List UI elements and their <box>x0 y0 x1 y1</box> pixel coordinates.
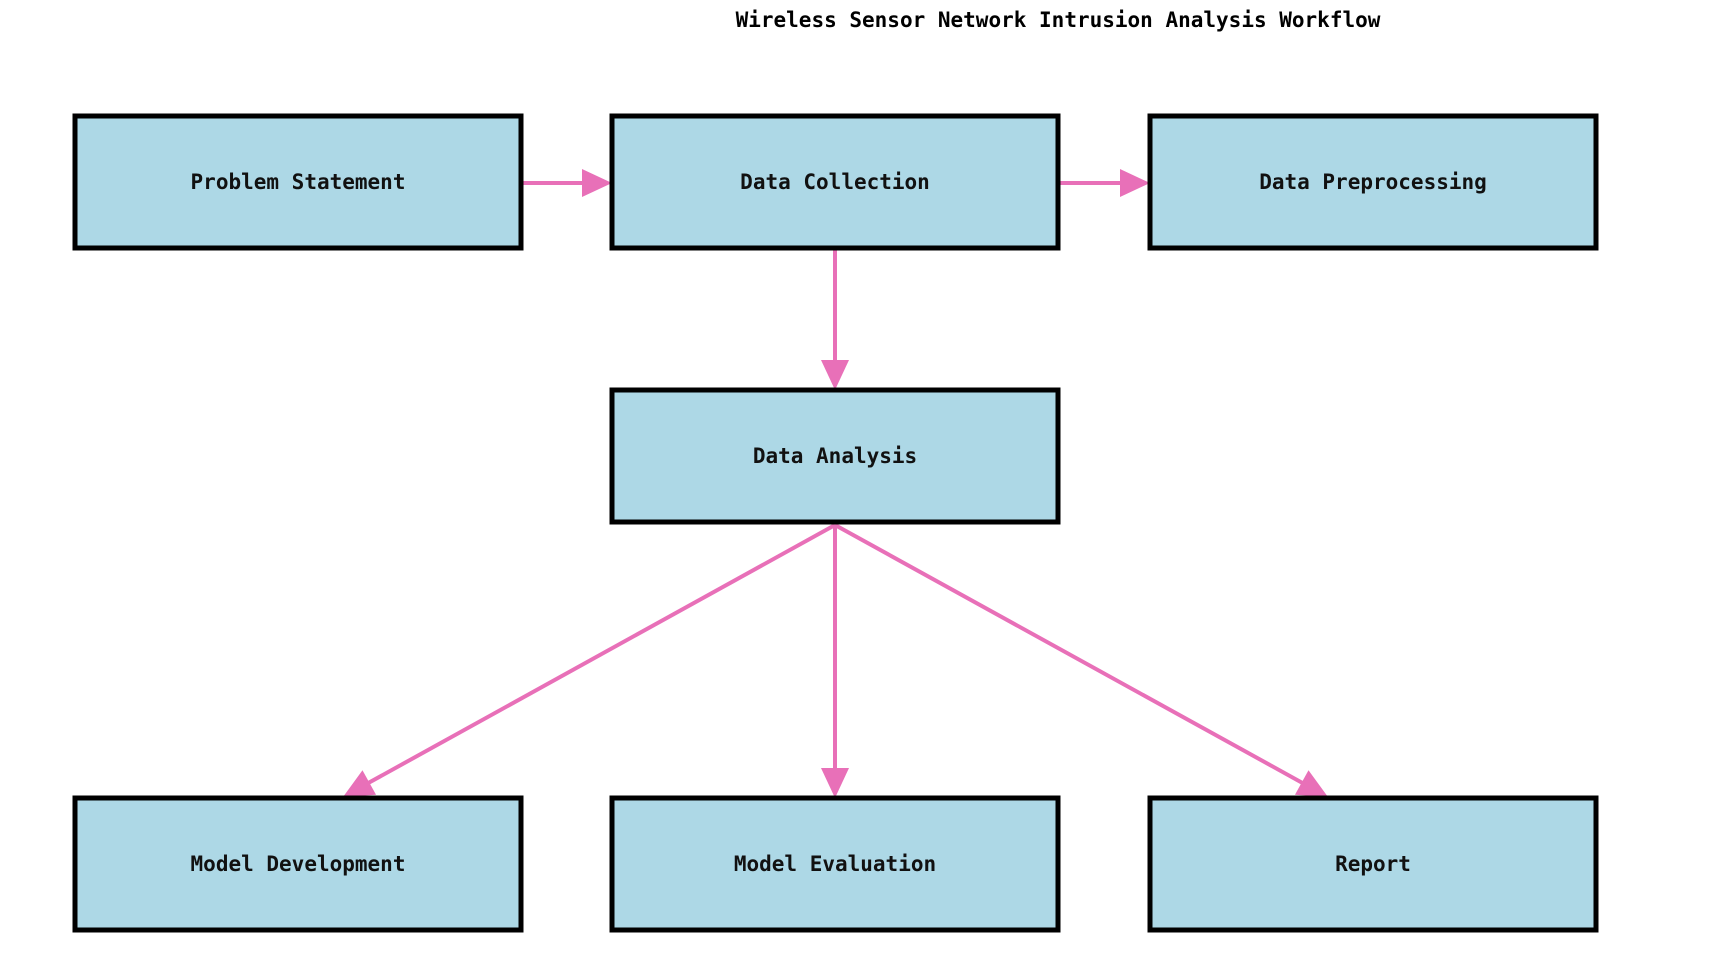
node-box <box>72 113 524 251</box>
node-data-preprocessing: Data Preprocessing <box>1147 113 1599 251</box>
arrowhead <box>1120 169 1150 197</box>
node-label: Data Collection <box>740 170 930 194</box>
node-box <box>609 113 1061 251</box>
node-label: Problem Statement <box>191 170 406 194</box>
arrowhead <box>1294 770 1328 797</box>
edge-data-analysis-to-model-evaluation <box>821 525 849 798</box>
arrowhead <box>821 768 849 798</box>
node-model-evaluation: Model Evaluation <box>609 795 1061 933</box>
node-data-collection: Data Collection <box>609 113 1061 251</box>
edge-data-analysis-to-report <box>834 523 1328 797</box>
node-box <box>1147 113 1599 251</box>
arrowhead <box>343 770 377 797</box>
node-problem-statement: Problem Statement <box>72 113 524 251</box>
node-box <box>1147 795 1599 933</box>
edge-data-collection-to-data-preprocessing <box>1058 169 1150 197</box>
node-box <box>609 795 1061 933</box>
node-report: Report <box>1147 795 1599 933</box>
edge-line <box>834 523 1307 787</box>
node-label: Model Evaluation <box>734 852 936 876</box>
node-data-analysis: Data Analysis <box>609 387 1061 525</box>
edges-layer <box>343 169 1328 798</box>
node-label: Data Analysis <box>753 444 917 468</box>
diagram-title: Wireless Sensor Network Intrusion Analys… <box>736 8 1381 32</box>
node-label: Report <box>1335 852 1411 876</box>
edge-data-collection-to-data-analysis <box>821 250 849 390</box>
node-label: Model Development <box>191 852 406 876</box>
node-model-development: Model Development <box>72 795 524 933</box>
edge-data-analysis-to-model-development <box>343 523 836 797</box>
arrowhead <box>821 360 849 390</box>
nodes-layer: Problem Statement Data Collection Data Pre… <box>72 113 1599 933</box>
node-box <box>72 795 524 933</box>
node-box <box>609 387 1061 525</box>
edge-line <box>364 523 836 787</box>
node-label: Data Preprocessing <box>1259 170 1487 194</box>
arrowhead <box>582 169 612 197</box>
edge-problem-statement-to-data-collection <box>521 169 612 197</box>
